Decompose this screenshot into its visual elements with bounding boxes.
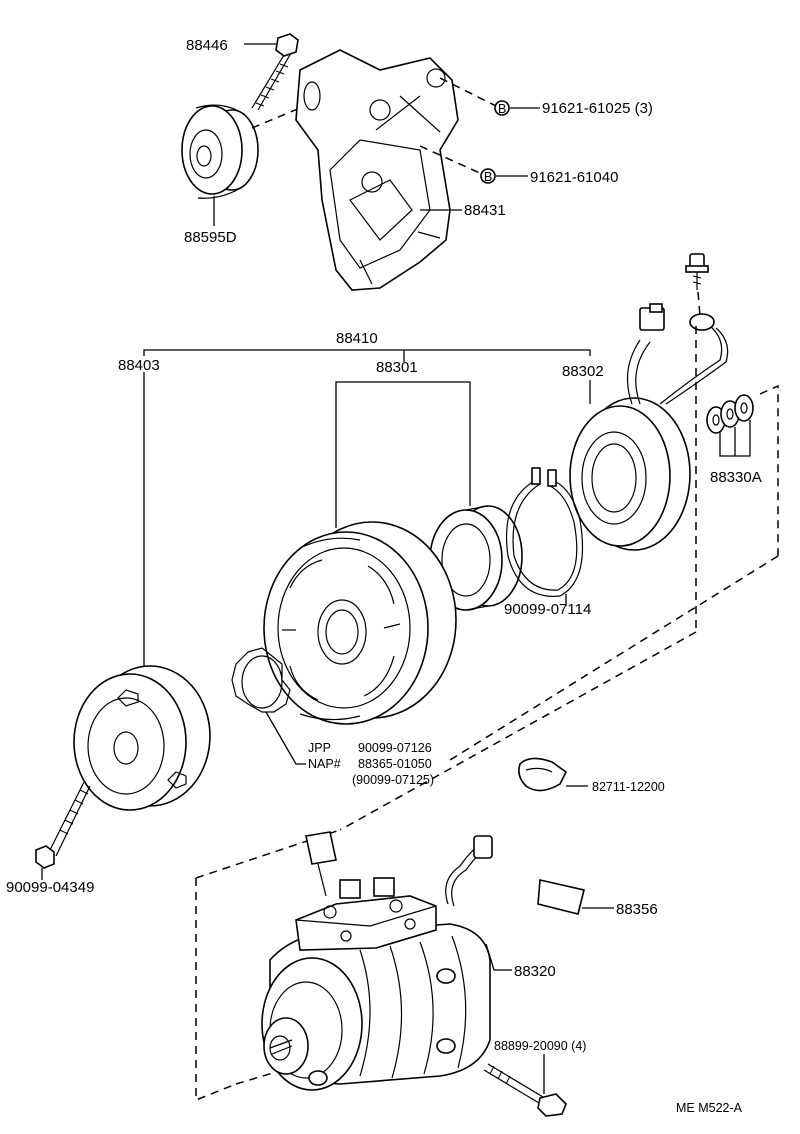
label-88302: 88302 (562, 363, 604, 380)
label-88431: 88431 (464, 202, 506, 219)
bolt-front-icon (35, 781, 91, 869)
pressure-plate-icon (73, 665, 211, 811)
snap-ring-icon (505, 467, 584, 597)
stator-coil-icon (569, 303, 729, 551)
label-88330A: 88330A (710, 469, 762, 486)
label-90099-07126: 90099-07126 (358, 741, 432, 755)
spacer-ring-icon (231, 647, 291, 713)
pulley-icon (263, 521, 457, 725)
label-82711-12200: 82711-12200 (592, 780, 665, 794)
bolt-compressor-icon (483, 1063, 567, 1117)
label-91621-61040: 91621-61040 (530, 169, 618, 186)
leader-ring (265, 711, 306, 765)
label-90099-04349: 90099-04349 (6, 879, 94, 896)
screw-icon (685, 253, 709, 290)
dash-lower-left (195, 878, 237, 1102)
dash-screw (697, 291, 701, 317)
dash-nut-1 (439, 77, 497, 107)
compressor-icon (261, 831, 493, 1091)
dash-frame-right (759, 384, 779, 556)
label-88356: 88356 (616, 901, 658, 918)
label-88403: 88403 (118, 357, 160, 374)
label-jpp: JPP (308, 741, 331, 755)
label-90099-07125: (90099-07125) (352, 773, 434, 787)
svg-text:B: B (498, 102, 506, 116)
nut-marker-icon: B (494, 100, 510, 116)
label-88446: 88446 (186, 37, 228, 54)
label-88365-01050: 88365-01050 (358, 757, 432, 771)
label-88595D: 88595D (184, 229, 237, 246)
label-91621-61025: 91621-61025 (3) (542, 100, 653, 117)
label-nap: NAP# (308, 757, 341, 771)
label-88899-20090: 88899-20090 (4) (494, 1039, 586, 1053)
dash-frame-diag-1 (339, 631, 697, 831)
bolt-88446-icon (251, 33, 299, 111)
idler-pulley-icon (181, 104, 259, 199)
label-88301: 88301 (376, 359, 418, 376)
label-88410: 88410 (336, 330, 378, 347)
shim-set-icon (706, 394, 754, 434)
svg-text:B: B (484, 170, 492, 184)
dash-pulley-bracket (251, 107, 301, 129)
bracket-88410 (143, 349, 591, 356)
leader-88320 (485, 943, 512, 971)
bracket-icon (295, 49, 459, 291)
bracket-88301 (335, 381, 471, 528)
label-90099-07114: 90099-07114 (504, 601, 591, 618)
label-88320: 88320 (514, 963, 556, 980)
dash-nut-2 (419, 145, 483, 175)
diagram-code: ME M522-A (676, 1101, 743, 1115)
nut-marker-icon: B (480, 168, 496, 184)
label-plate-icon (537, 879, 585, 915)
clamp-icon (518, 757, 568, 792)
